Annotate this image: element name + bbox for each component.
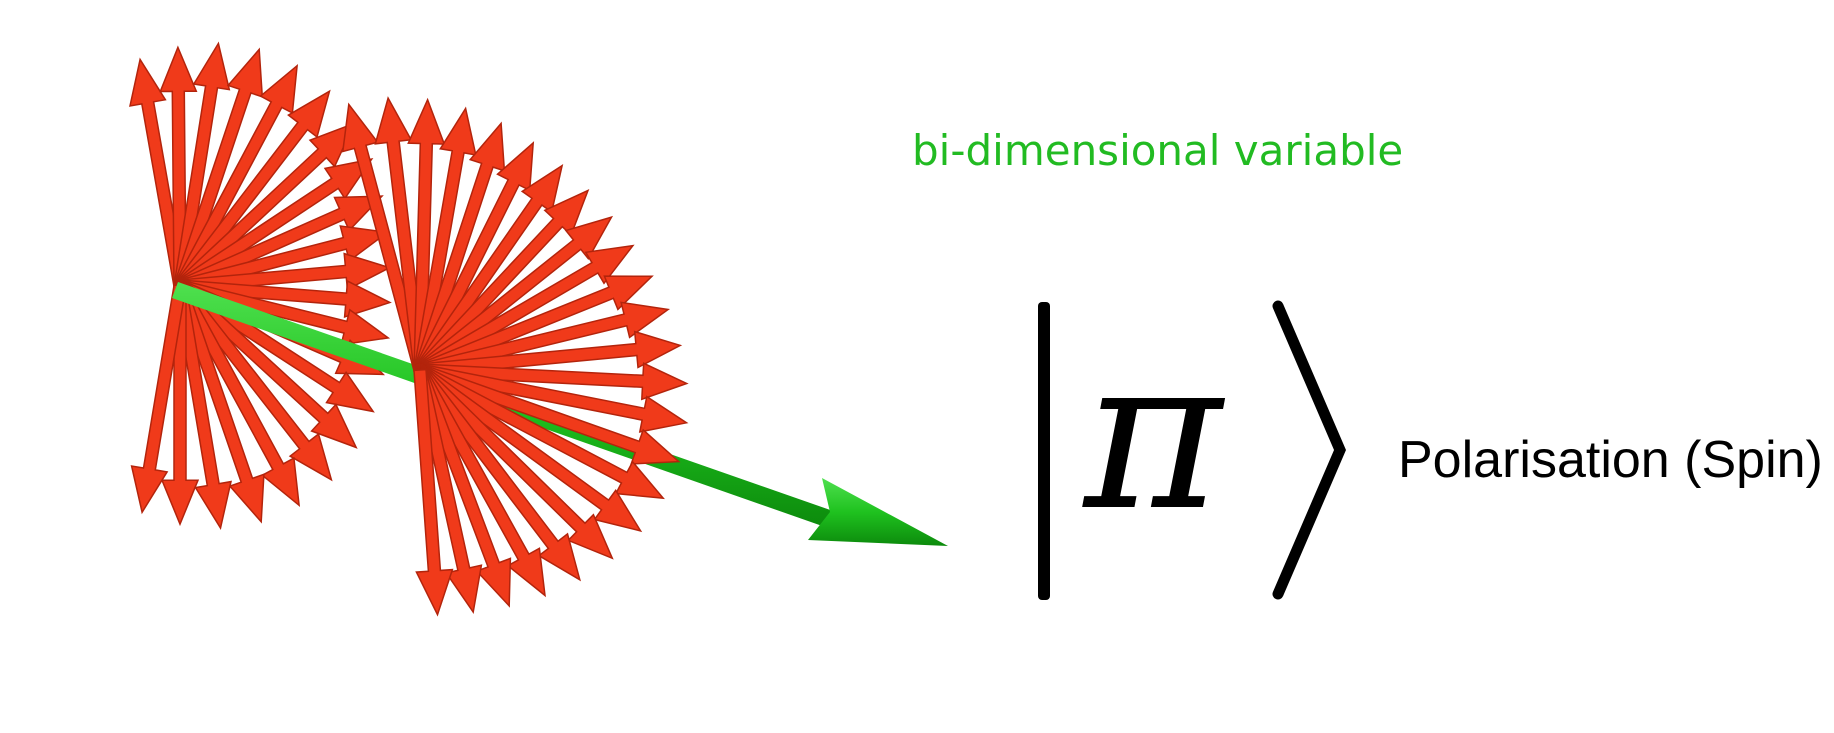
polarisation-arrow bbox=[129, 57, 187, 288]
polarisation-arrow bbox=[418, 362, 689, 401]
polarisation-arrow bbox=[173, 283, 265, 524]
polarisation-arrow bbox=[130, 284, 187, 515]
ket-notation: π bbox=[1020, 290, 1360, 610]
vector-fan-graphic bbox=[129, 41, 948, 617]
polarisation-arrow bbox=[413, 121, 506, 373]
bi-dimensional-variable-label: bi-dimensional variable bbox=[912, 126, 1404, 175]
polarisation-arrow bbox=[173, 63, 299, 290]
polarisation-arrow bbox=[177, 279, 391, 346]
polarisation-arrow bbox=[418, 330, 683, 377]
polarisation-arrow bbox=[374, 96, 427, 372]
polarisation-arrow bbox=[174, 89, 331, 291]
polarisation-arrow bbox=[173, 282, 301, 508]
polarisation-arrow bbox=[178, 279, 392, 319]
polarisation-vector-figure bbox=[129, 41, 948, 617]
polarisation-arrow bbox=[175, 158, 374, 293]
polarisation-arrow bbox=[413, 368, 454, 617]
polarisation-arrow bbox=[173, 47, 264, 289]
polarisation-arrow bbox=[178, 252, 392, 293]
polarisation-spin-label: Polarisation (Spin) bbox=[1398, 431, 1823, 489]
polarisation-arrow bbox=[414, 364, 614, 560]
polarisation-arrow bbox=[407, 97, 446, 371]
polarisation-arrow bbox=[159, 45, 198, 287]
polarisation-arrow bbox=[173, 41, 231, 288]
polarisation-arrow bbox=[160, 285, 200, 527]
polarisation-fan-front bbox=[341, 96, 689, 617]
polarisation-arrow bbox=[173, 284, 232, 530]
ket-left-bar bbox=[1038, 302, 1050, 600]
polarisation-arrow bbox=[414, 189, 590, 376]
polarisation-arrow bbox=[417, 363, 689, 433]
polarisation-arrow bbox=[413, 106, 477, 372]
ket-right-angle-bracket bbox=[1272, 300, 1346, 600]
polarisation-arrow bbox=[417, 363, 681, 465]
polarisation-arrow bbox=[413, 141, 535, 374]
polarisation-arrow bbox=[414, 365, 581, 582]
polarisation-arrow bbox=[416, 363, 665, 500]
pi-symbol: π bbox=[1084, 312, 1223, 557]
polarisation-arrow bbox=[341, 102, 427, 373]
polarisation-arrow bbox=[174, 121, 356, 292]
polarisation-arrow bbox=[415, 215, 614, 376]
polarisation-arrow bbox=[415, 364, 643, 533]
polarisation-arrow bbox=[414, 163, 564, 375]
